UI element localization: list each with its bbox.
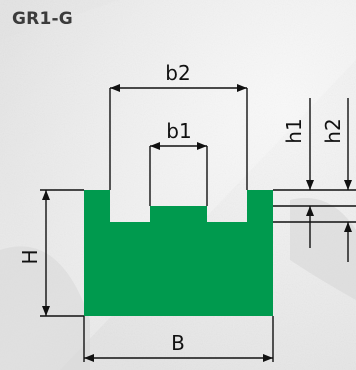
label-B: B bbox=[171, 331, 185, 355]
profile-shape bbox=[84, 190, 273, 316]
dimension-lines bbox=[40, 87, 356, 362]
dimension-arrows bbox=[42, 84, 352, 362]
label-h1: h1 bbox=[282, 118, 306, 143]
label-b1: b1 bbox=[166, 119, 191, 143]
profile-title: GR1-G bbox=[12, 9, 73, 29]
label-b2: b2 bbox=[165, 61, 190, 85]
label-h2: h2 bbox=[321, 118, 345, 143]
label-H: H bbox=[18, 249, 42, 264]
